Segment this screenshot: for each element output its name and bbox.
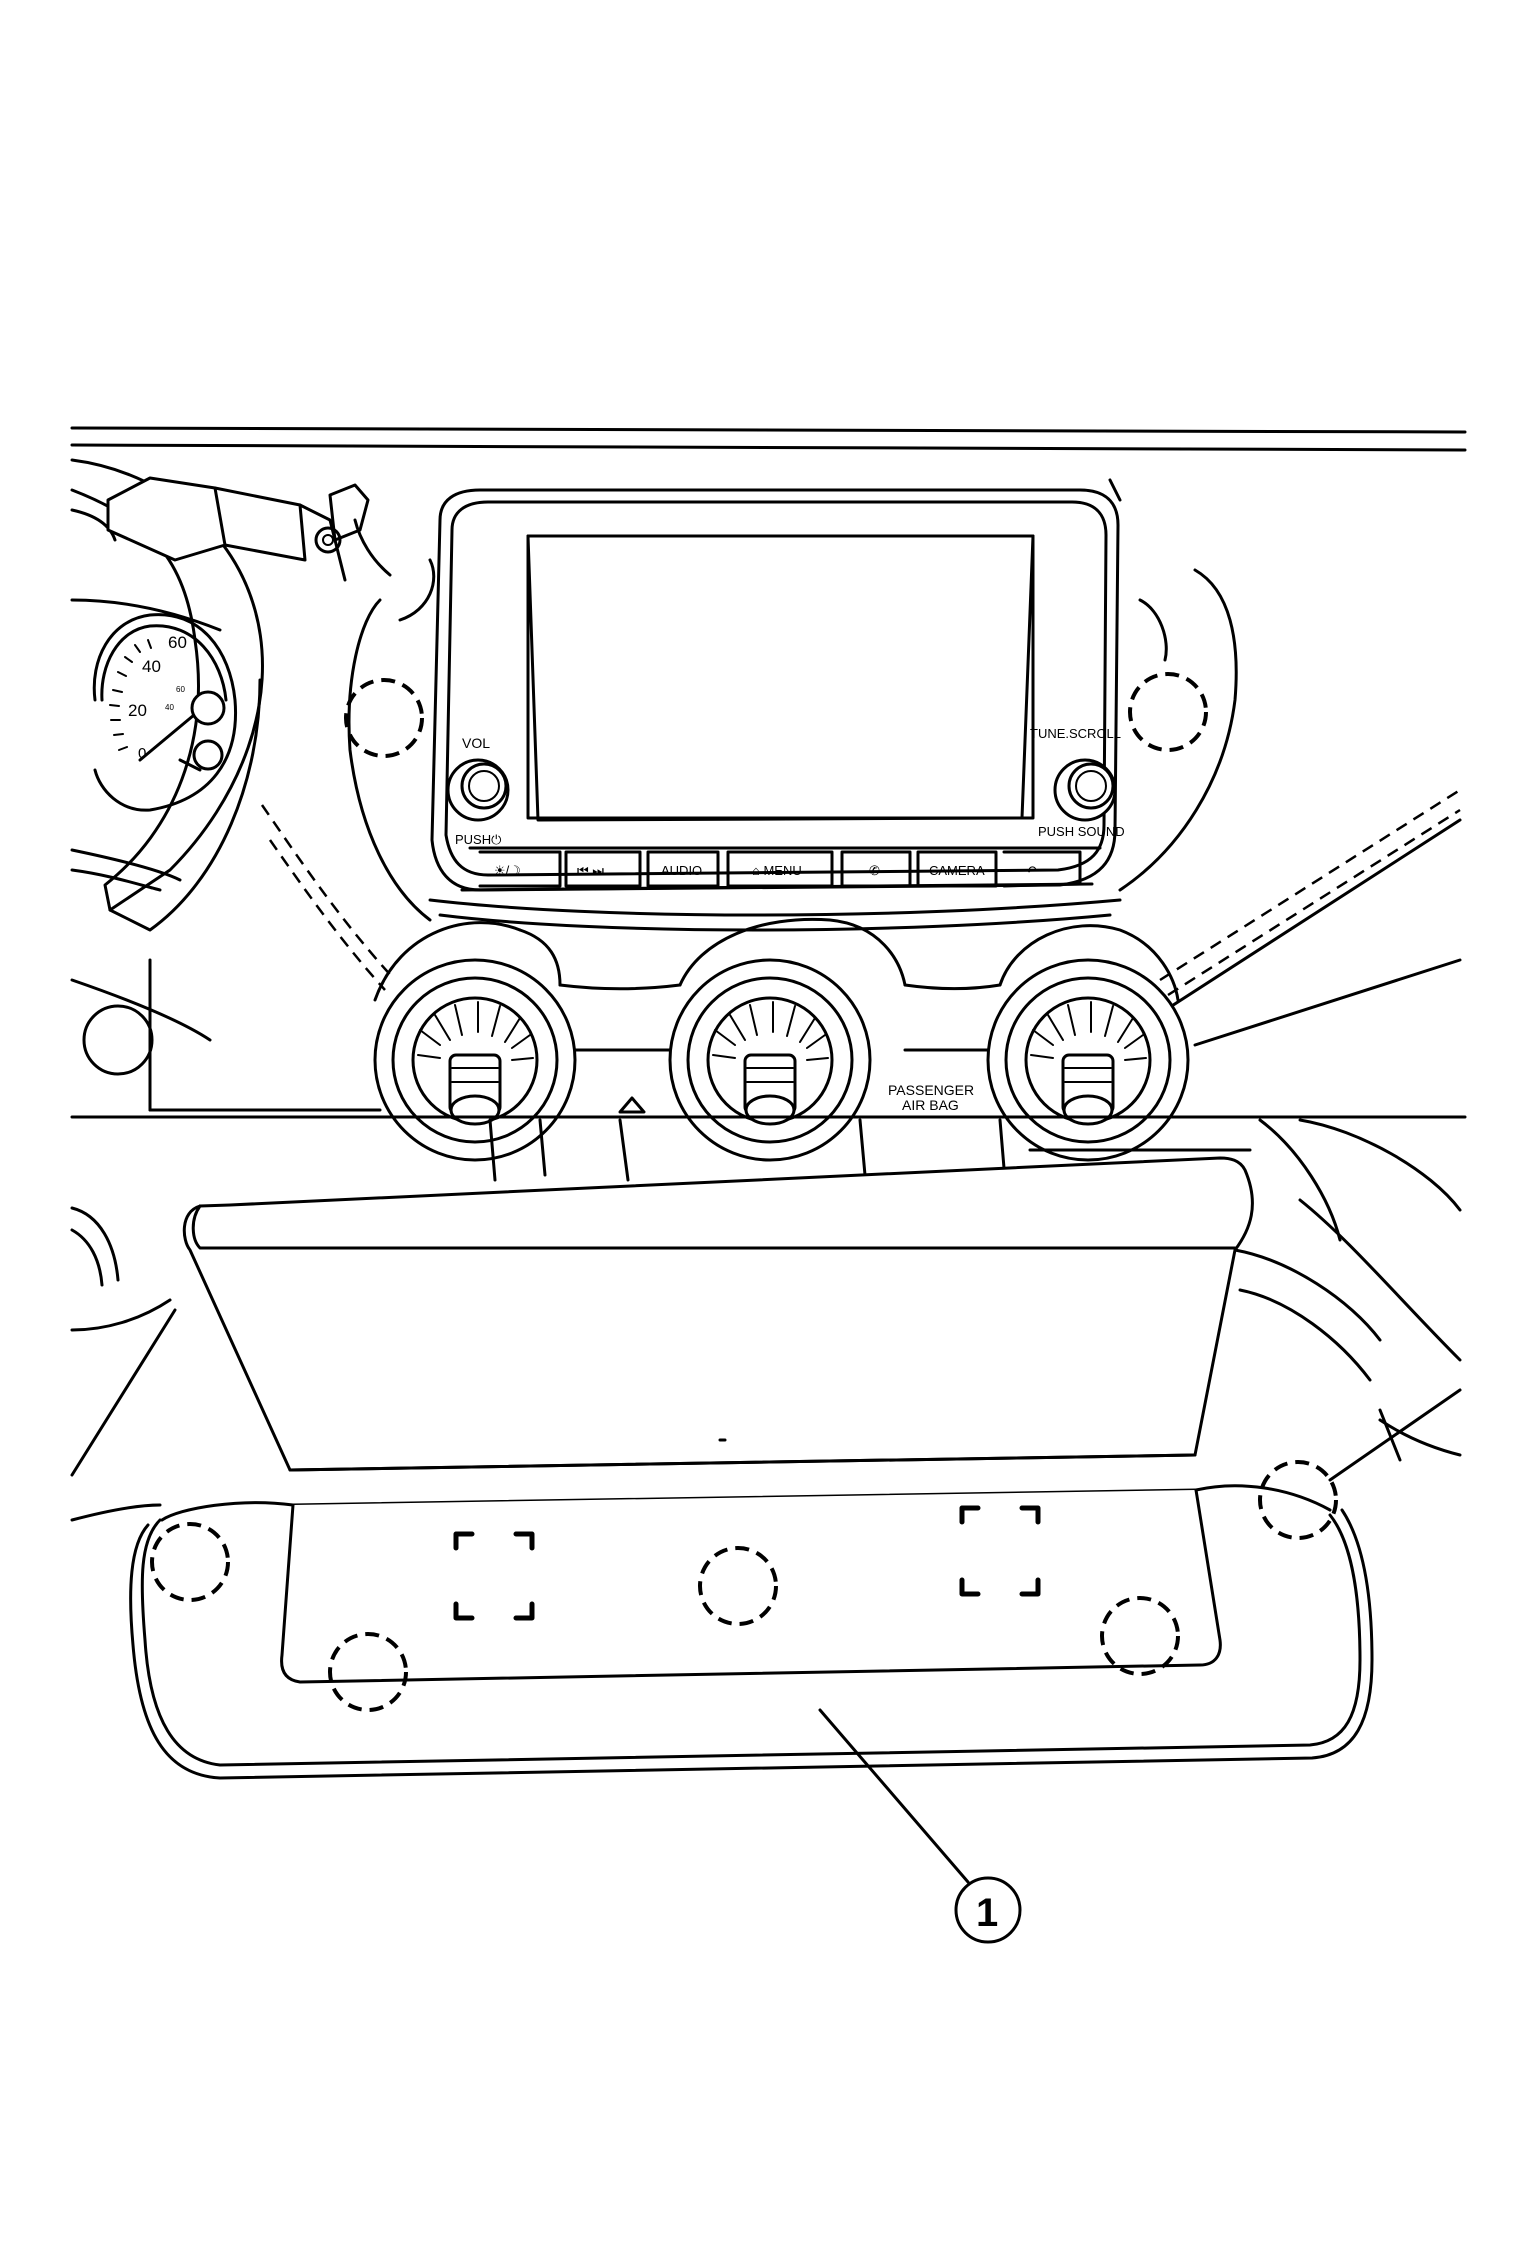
airbag-label-line2: AIR BAG bbox=[902, 1097, 959, 1113]
trim-dashed-lines bbox=[260, 788, 1462, 1047]
audio-button: AUDIO bbox=[646, 850, 720, 888]
clip-marker-lower-right bbox=[1258, 1460, 1338, 1540]
gauge-label-20: 20 bbox=[128, 701, 147, 720]
button-strip: ☀/☽ ⏮ ⏭ AUDIO ⌂ MENU ✆ CAMERA ↶ bbox=[460, 846, 1102, 892]
clip-marker-lower-left bbox=[150, 1522, 230, 1602]
lower-clip-markers bbox=[150, 1460, 1338, 1712]
gauge-label-40: 40 bbox=[142, 657, 161, 676]
cluster-hood bbox=[70, 458, 370, 932]
push-power-label: PUSH⏻ bbox=[455, 832, 501, 847]
vent-housing bbox=[373, 917, 1180, 1052]
airbag-label-line1: PASSENGER bbox=[888, 1082, 974, 1098]
gauge-label-60: 60 bbox=[168, 633, 187, 652]
left-air-vent bbox=[373, 958, 577, 1162]
infotainment-unit bbox=[430, 488, 1120, 892]
upper-clip-markers bbox=[344, 672, 1208, 758]
speedometer: 60 40 20 0 60 40 bbox=[92, 613, 238, 812]
gauge-label-0: 0 bbox=[138, 745, 146, 762]
gauge-label-small-40: 40 bbox=[165, 703, 174, 712]
metal-clip-markers bbox=[453, 1505, 1041, 1621]
clip-marker-lower-center bbox=[698, 1546, 778, 1626]
phone-label: ✆ bbox=[869, 863, 880, 878]
vol-label: VOL bbox=[462, 735, 490, 751]
clip-marker-lower-left-inner bbox=[328, 1632, 408, 1712]
day-night-button: ☀/☽ bbox=[478, 850, 562, 888]
seek-button: ⏮ ⏭ bbox=[564, 850, 642, 888]
left-dash-panel bbox=[70, 848, 382, 1112]
clip-marker-lower-right-inner bbox=[1100, 1596, 1180, 1676]
callout-number: 1 bbox=[976, 1891, 998, 1935]
lower-surrounding-trim bbox=[70, 1118, 1462, 1522]
tune-scroll-knob bbox=[1053, 758, 1117, 822]
menu-button: ⌂ MENU bbox=[726, 850, 834, 888]
instrument-lower-panel bbox=[129, 1484, 1374, 1780]
center-air-vent bbox=[668, 958, 872, 1162]
gauge-label-small-60: 60 bbox=[176, 685, 185, 694]
tune-scroll-label: TUNE.SCROLL bbox=[1030, 726, 1121, 741]
airbag-indicator-triangle bbox=[618, 1096, 646, 1114]
gauge-tick-marks bbox=[109, 639, 152, 751]
phone-button: ✆ bbox=[840, 850, 912, 888]
dash-top-lines bbox=[70, 426, 1467, 452]
back-button: ↶ bbox=[1002, 850, 1082, 888]
volume-knob bbox=[446, 758, 510, 822]
right-air-vent bbox=[986, 958, 1190, 1162]
camera-label: CAMERA bbox=[929, 863, 985, 878]
center-stack-bezel bbox=[347, 478, 1238, 932]
push-sound-label: PUSH SOUND bbox=[1038, 824, 1125, 839]
callout-1: 1 bbox=[818, 1708, 1022, 1944]
seek-label: ⏮ ⏭ bbox=[577, 863, 604, 878]
day-night-label: ☀/☽ bbox=[494, 863, 521, 878]
camera-button: CAMERA bbox=[916, 850, 998, 888]
menu-label: ⌂ MENU bbox=[752, 863, 802, 878]
back-label: ↶ bbox=[1026, 863, 1037, 878]
glove-box-lid bbox=[182, 1156, 1254, 1507]
audio-label: AUDIO bbox=[661, 863, 702, 878]
